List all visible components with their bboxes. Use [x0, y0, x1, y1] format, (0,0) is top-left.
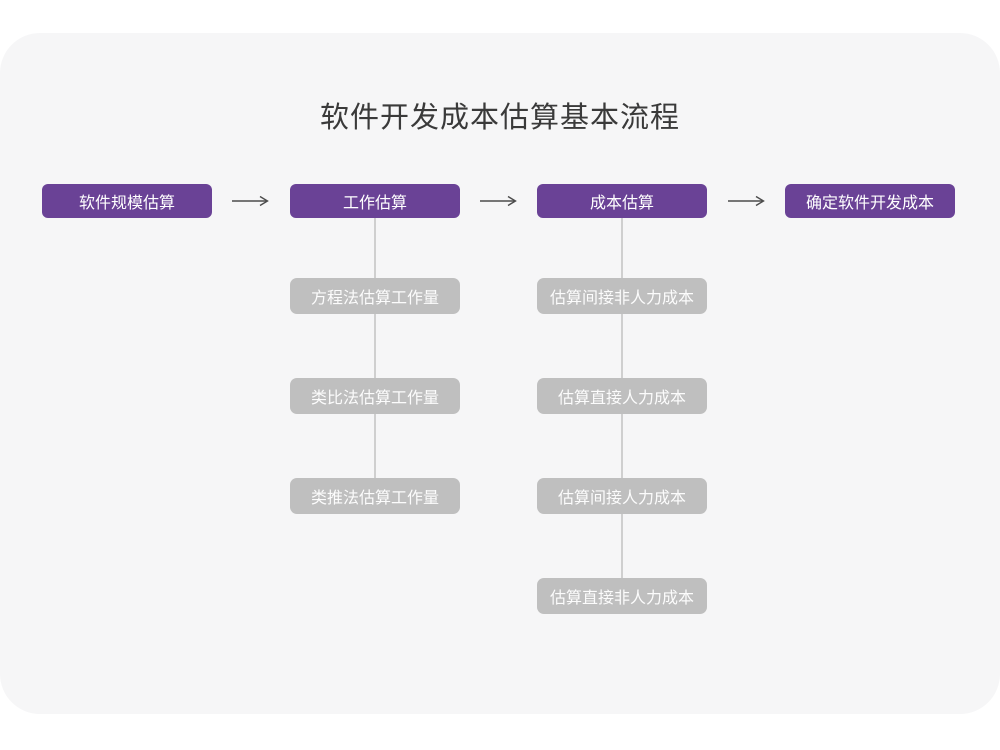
step-label: 成本估算	[589, 195, 654, 212]
sub-box-direct-non-labor-cost: 估算直接非人力成本	[537, 578, 707, 614]
step-box-software-scale-estimation: 软件规模估算	[42, 184, 212, 218]
sub-box-label: 方程法估算工作量	[310, 290, 439, 307]
sub-box-label: 估算直接人力成本	[557, 390, 686, 407]
step-box-cost-estimation: 成本估算	[537, 184, 707, 218]
step-label: 软件规模估算	[78, 195, 175, 212]
sub-box-label: 类推法估算工作量	[310, 490, 439, 507]
sub-box-indirect-labor-cost: 估算间接人力成本	[537, 478, 707, 514]
sub-box-indirect-non-labor-cost: 估算间接非人力成本	[537, 278, 707, 314]
page-title: 软件开发成本估算基本流程	[319, 102, 680, 134]
sub-box-direct-labor-cost: 估算直接人力成本	[537, 378, 707, 414]
sub-box-extrapolation-method: 类推法估算工作量	[290, 478, 460, 514]
sub-box-equation-method: 方程法估算工作量	[290, 278, 460, 314]
step-box-work-estimation: 工作估算	[290, 184, 460, 218]
step-box-determine-development-cost: 确定软件开发成本	[785, 184, 955, 218]
sub-box-label: 估算间接非人力成本	[549, 290, 694, 307]
sub-box-label: 估算直接非人力成本	[549, 590, 694, 607]
sub-box-label: 类比法估算工作量	[310, 390, 439, 407]
connector-work-estimation-column	[374, 218, 376, 496]
arrow-right-icon	[479, 195, 519, 207]
step-label: 工作估算	[342, 195, 407, 212]
sub-box-label: 估算间接人力成本	[557, 490, 686, 507]
arrow-right-icon	[727, 195, 767, 207]
diagram-card	[0, 33, 1000, 714]
sub-box-analogy-method: 类比法估算工作量	[290, 378, 460, 414]
step-label: 确定软件开发成本	[805, 195, 934, 212]
arrow-right-icon	[231, 195, 271, 207]
